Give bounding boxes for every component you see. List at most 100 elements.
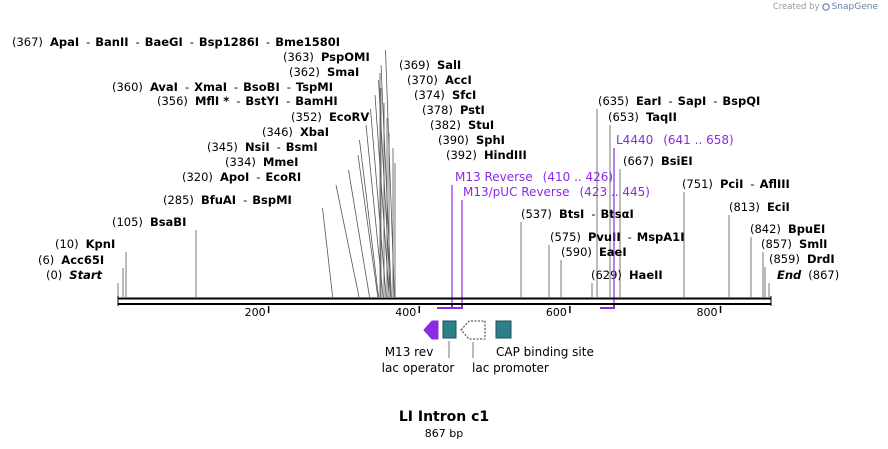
enzyme-name: BtsαI	[600, 207, 633, 221]
site-bsabi[interactable]: (105)BsaBI	[112, 215, 186, 229]
enzyme-name: BsmI	[286, 140, 318, 154]
credit-prefix: Created by	[772, 2, 820, 12]
site-position: (867)	[808, 268, 839, 282]
site-position: (0)	[46, 268, 62, 282]
site-pvuii[interactable]: (575)PvuII-MspA1I	[550, 230, 684, 244]
site-position: (10)	[55, 237, 79, 251]
site-end[interactable]: End(867)	[777, 268, 839, 282]
name-separator: -	[136, 35, 140, 49]
site-position: (369)	[399, 58, 430, 72]
site-bsiei[interactable]: (667)BsiEI	[623, 154, 693, 168]
leader-line	[370, 108, 387, 298]
site-mmei[interactable]: (334)MmeI	[225, 155, 298, 169]
site-position: (352)	[291, 110, 322, 124]
primer-l4440[interactable]: L4440(641 .. 658)	[600, 133, 734, 309]
map-title: LI Intron c1	[398, 409, 490, 425]
enzyme-name: PvuII	[588, 230, 621, 244]
site-acc65i[interactable]: (6)Acc65I	[38, 253, 104, 267]
site-taqii[interactable]: (653)TaqII	[608, 110, 677, 124]
site-smai[interactable]: (362)SmaI	[289, 65, 359, 79]
site-pspomi[interactable]: (363)PspOMI	[283, 50, 370, 64]
feature-m13-rev[interactable]: M13 rev	[385, 320, 439, 359]
site-start[interactable]: (0)Start	[46, 268, 103, 282]
enzyme-name: StuI	[468, 118, 494, 132]
enzyme-name: BspQI	[722, 94, 760, 108]
primer-m13-puc-reverse[interactable]: M13/pUC Reverse(423 .. 445)	[448, 185, 650, 309]
site-eari[interactable]: (635)EarI-SapI-BspQI	[598, 94, 760, 108]
site-haeii[interactable]: (629)HaeII	[591, 268, 663, 282]
name-separator: -	[287, 80, 291, 94]
name-separator: -	[713, 94, 717, 108]
name-separator: -	[256, 170, 260, 184]
site-hindiii[interactable]: (392)HindIII	[446, 148, 527, 162]
enzyme-name: PspOMI	[321, 50, 370, 64]
site-acci[interactable]: (370)AccI	[407, 73, 472, 87]
enzyme-name: XmaI	[194, 80, 227, 94]
enzyme-name: NsiI	[245, 140, 270, 154]
site-stui[interactable]: (382)StuI	[430, 118, 494, 132]
enzyme-name: BanII	[95, 35, 128, 49]
feature-cap-binding-site[interactable]: CAP binding site	[495, 320, 594, 359]
enzyme-name: BspMI	[252, 193, 292, 207]
site-position: (346)	[262, 125, 293, 139]
primer-m13-reverse[interactable]: M13 Reverse (410 .. 426)	[437, 170, 613, 309]
leader-line	[380, 64, 392, 298]
site-nsii[interactable]: (345)NsiI-BsmI	[207, 140, 318, 154]
site-kpni[interactable]: (10)KpnI	[55, 237, 115, 251]
site-psti[interactable]: (378)PstI	[422, 103, 485, 117]
enzyme-name: SphI	[476, 133, 505, 147]
primer-range: (423 .. 445)	[580, 185, 650, 199]
site-sali[interactable]: (369)SalI	[399, 58, 461, 72]
feature-lac-operator[interactable]: lac operator	[382, 320, 457, 375]
primer-range: (410 .. 426)	[543, 170, 613, 184]
site-eaei[interactable]: (590)EaeI	[561, 245, 627, 259]
feature-box	[442, 320, 457, 339]
site-position: (374)	[414, 88, 445, 102]
feature-arrow	[460, 320, 486, 340]
enzyme-name: AvaI	[150, 80, 178, 94]
enzyme-name: BtsI	[559, 207, 584, 221]
site-position: (370)	[407, 73, 438, 87]
site-position: (751)	[682, 177, 713, 191]
site-mfli[interactable]: (356)MflI *-BstYI-BamHI	[157, 94, 338, 108]
enzyme-name: SfcI	[452, 88, 476, 102]
site-position: (345)	[207, 140, 238, 154]
enzyme-name: SapI	[678, 94, 707, 108]
site-smli[interactable]: (857)SmlI	[761, 237, 827, 251]
feature-lac-promoter[interactable]: lac promoter	[460, 320, 549, 375]
name-separator: -	[236, 94, 240, 108]
enzyme-name: EarI	[636, 94, 662, 108]
enzyme-name: XbaI	[300, 125, 329, 139]
site-apoi[interactable]: (320)ApoI-EcoRI	[182, 170, 301, 184]
site-position: (635)	[598, 94, 629, 108]
name-separator: -	[628, 230, 632, 244]
primer-name: M13 Reverse	[455, 170, 533, 184]
name-separator: -	[190, 35, 194, 49]
leader-line	[357, 154, 379, 298]
site-sphi[interactable]: (390)SphI	[438, 133, 505, 147]
site-btsi[interactable]: (537)BtsI-BtsαI	[521, 207, 634, 221]
site-pcii[interactable]: (751)PciI-AflIII	[682, 177, 790, 191]
feature-label: CAP binding site	[496, 345, 594, 359]
enzyme-name: BpuEI	[788, 222, 825, 236]
site-position: (362)	[289, 65, 320, 79]
site-ecorv[interactable]: (352) EcoRV	[291, 110, 369, 124]
site-xbai[interactable]: (346) XbaI	[262, 125, 329, 139]
enzyme-name: EcoRI	[265, 170, 301, 184]
site-sfci[interactable]: (374) SfcI	[414, 88, 476, 102]
site-position: (367)	[12, 35, 43, 49]
site-bpuei[interactable]: (842)BpuEI	[750, 222, 825, 236]
site-bfuai[interactable]: (285)BfuAI-BspMI	[163, 193, 292, 207]
site-ecii[interactable]: (813)EciI	[729, 200, 790, 214]
site-position: (667)	[623, 154, 654, 168]
site-position: (813)	[729, 200, 760, 214]
primer-layer: M13 Reverse (410 .. 426)M13/pUC Reverse(4…	[437, 133, 734, 309]
enzyme-name: EcoRV	[329, 110, 369, 124]
site-avai[interactable]: (360)AvaI-XmaI-BsoBI-TspMI	[112, 80, 333, 94]
snapgene-logo-icon	[821, 3, 830, 11]
site-drdi[interactable]: (859)DrdI	[769, 252, 835, 266]
leader-line	[335, 184, 360, 298]
site-apai[interactable]: (367)ApaI-BanII-BaeGI-Bsp1286I-Bme1580I	[12, 35, 340, 49]
